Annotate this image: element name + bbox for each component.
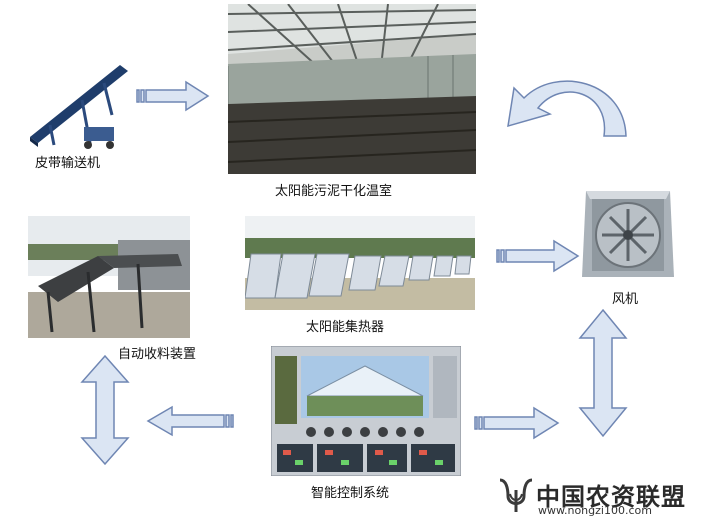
conveyor-node [20, 55, 130, 155]
arrow-vertical-left [80, 354, 130, 466]
fan-label: 风机 [612, 288, 638, 307]
control-image [271, 346, 461, 476]
conveyor-label: 皮带输送机 [35, 152, 100, 171]
collector-label: 太阳能集热器 [306, 316, 384, 335]
arrow-vertical-right [578, 308, 628, 438]
harvester-image [28, 216, 190, 338]
control-label: 智能控制系统 [311, 482, 389, 501]
arrow-collector-to-fan [496, 238, 580, 274]
arrow-control-to-harvester [146, 405, 234, 437]
arrow-conveyor-to-greenhouse [136, 80, 210, 112]
arrow-fan-to-greenhouse-curved [502, 78, 632, 142]
collector-image [245, 216, 475, 310]
arrow-control-to-right [474, 406, 560, 440]
fan-image [582, 187, 674, 281]
watermark-url: www.nongzi100.com [538, 504, 652, 517]
conveyor-image [20, 55, 130, 150]
greenhouse-image [228, 4, 476, 174]
watermark-logo-icon [496, 476, 536, 514]
greenhouse-label: 太阳能污泥干化温室 [275, 180, 392, 199]
